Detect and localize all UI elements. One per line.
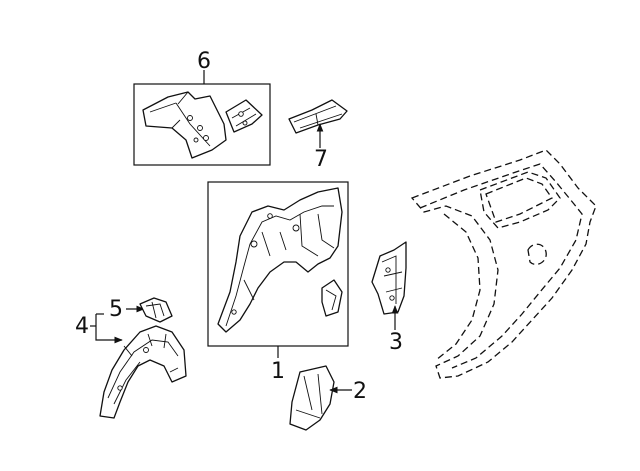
part-4-wheelhouse-inner	[99, 325, 187, 419]
part-4-bracket	[95, 314, 123, 344]
part-6-group	[133, 70, 271, 166]
part-1-small-bracket	[321, 279, 343, 317]
part-6-small-plate	[225, 99, 263, 133]
callout-6: 6	[197, 49, 211, 74]
part-5-bracket-part	[139, 297, 173, 323]
part-3	[371, 241, 407, 330]
callout-1: 1	[271, 359, 285, 384]
callout-3: 3	[389, 330, 403, 355]
callout-5: 5	[109, 297, 123, 322]
part-4-5-group	[90, 297, 187, 419]
callout-4: 4	[75, 314, 89, 339]
part-6-box	[133, 83, 271, 166]
quarter-panel-outline	[410, 149, 597, 379]
part-6-pillar-bracket	[142, 91, 227, 159]
callout-2: 2	[353, 379, 367, 404]
part-2	[289, 365, 352, 431]
part-7	[288, 99, 348, 148]
part-1-group	[207, 181, 349, 358]
part-1-wheelhouse-panel	[217, 187, 343, 333]
callout-7: 7	[314, 147, 328, 172]
